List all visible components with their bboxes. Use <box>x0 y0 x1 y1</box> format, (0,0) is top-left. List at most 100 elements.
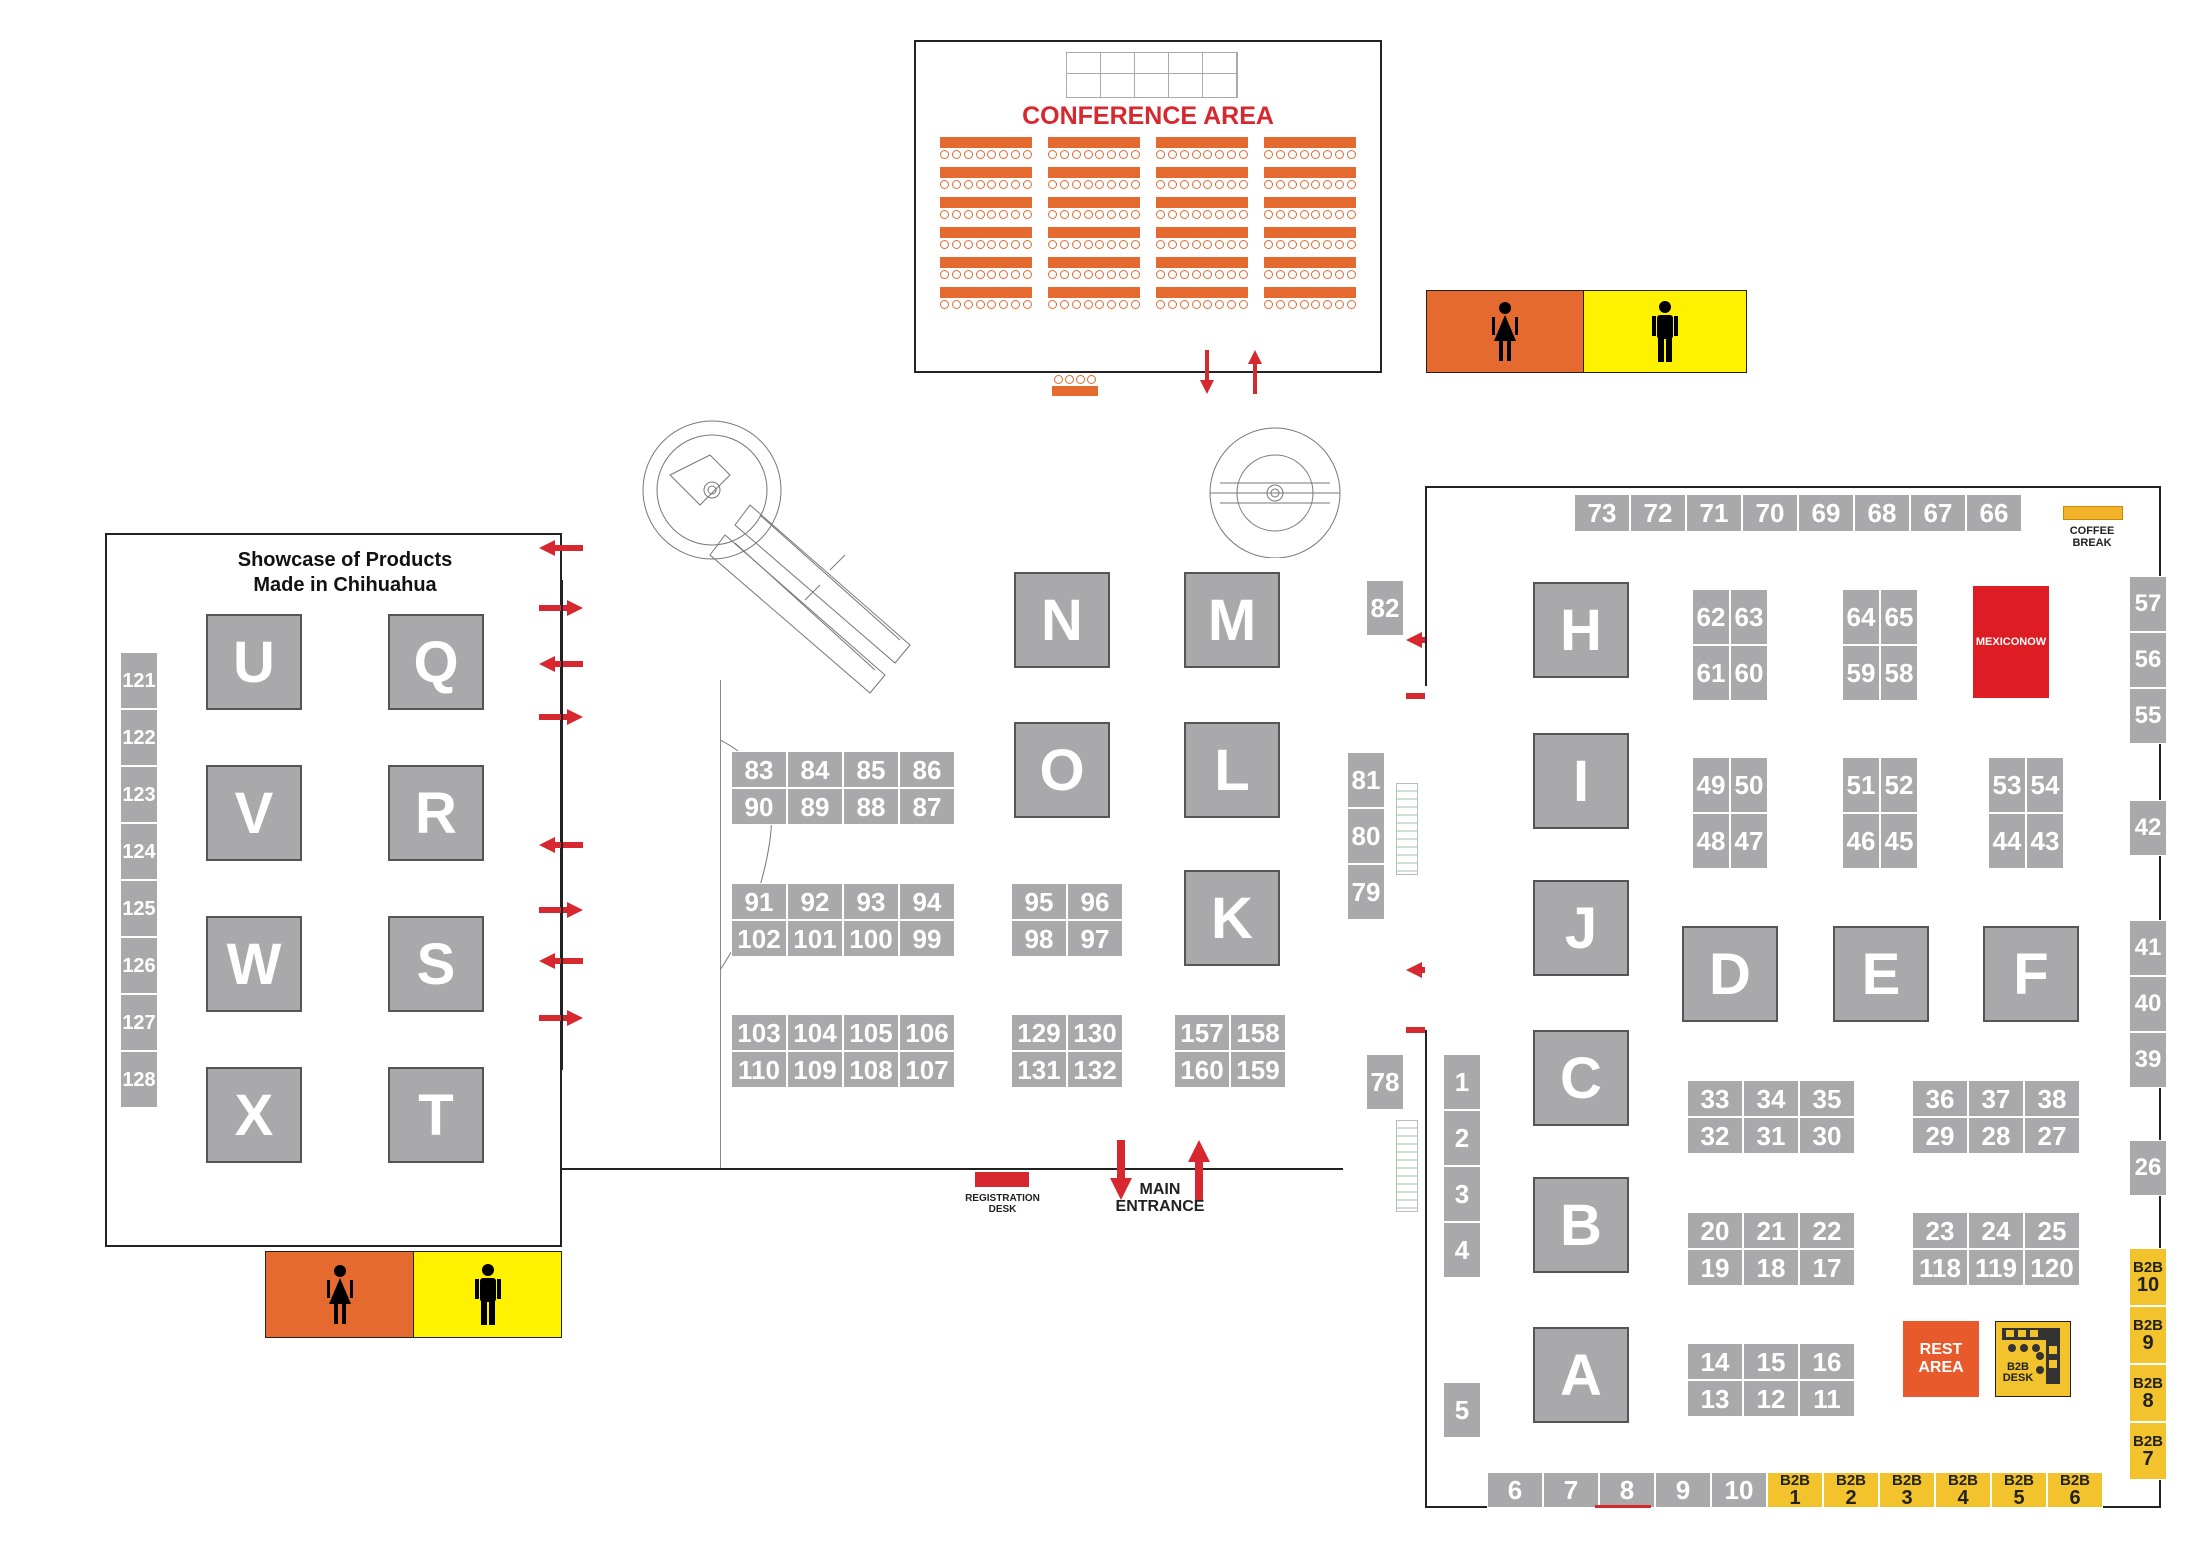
booth-119[interactable]: 119 <box>1968 1249 2024 1286</box>
booth-41[interactable]: 41 <box>2129 920 2167 976</box>
booth-129[interactable]: 129 <box>1011 1014 1067 1051</box>
booth-109[interactable]: 109 <box>787 1051 843 1088</box>
booth-87[interactable]: 87 <box>899 788 955 825</box>
booth-85[interactable]: 85 <box>843 751 899 788</box>
booth-I[interactable]: I <box>1533 733 1629 829</box>
booth-71[interactable]: 71 <box>1686 494 1742 532</box>
booth-52[interactable]: 52 <box>1880 757 1918 813</box>
booth-44[interactable]: 44 <box>1988 813 2026 869</box>
booth-73[interactable]: 73 <box>1574 494 1630 532</box>
mexiconow-booth[interactable]: MEXICONOW <box>1973 586 2049 698</box>
booth-5[interactable]: 5 <box>1443 1382 1481 1438</box>
booth-98[interactable]: 98 <box>1011 920 1067 957</box>
booth-H[interactable]: H <box>1533 582 1629 678</box>
booth-40[interactable]: 40 <box>2129 976 2167 1032</box>
booth-99[interactable]: 99 <box>899 920 955 957</box>
booth-96[interactable]: 96 <box>1067 883 1123 920</box>
booth-V[interactable]: V <box>206 765 302 861</box>
booth-47[interactable]: 47 <box>1730 813 1768 869</box>
booth-157[interactable]: 157 <box>1174 1014 1230 1051</box>
booth-91[interactable]: 91 <box>731 883 787 920</box>
booth-88[interactable]: 88 <box>843 788 899 825</box>
booth-107[interactable]: 107 <box>899 1051 955 1088</box>
booth-122[interactable]: 122 <box>120 709 158 766</box>
booth-102[interactable]: 102 <box>731 920 787 957</box>
booth-22[interactable]: 22 <box>1799 1212 1855 1249</box>
booth-6[interactable]: 6 <box>1487 1472 1543 1508</box>
booth-62[interactable]: 62 <box>1692 589 1730 645</box>
booth-158[interactable]: 158 <box>1230 1014 1286 1051</box>
booth-49[interactable]: 49 <box>1692 757 1730 813</box>
booth-60[interactable]: 60 <box>1730 645 1768 701</box>
booth-T[interactable]: T <box>388 1067 484 1163</box>
booth-N[interactable]: N <box>1014 572 1110 668</box>
booth-14[interactable]: 14 <box>1687 1343 1743 1380</box>
booth-82[interactable]: 82 <box>1366 580 1404 636</box>
booth-J[interactable]: J <box>1533 880 1629 976</box>
booth-128[interactable]: 128 <box>120 1051 158 1108</box>
booth-110[interactable]: 110 <box>731 1051 787 1088</box>
booth-50[interactable]: 50 <box>1730 757 1768 813</box>
booth-25[interactable]: 25 <box>2024 1212 2080 1249</box>
booth-95[interactable]: 95 <box>1011 883 1067 920</box>
booth-121[interactable]: 121 <box>120 652 158 709</box>
booth-159[interactable]: 159 <box>1230 1051 1286 1088</box>
booth-K[interactable]: K <box>1184 870 1280 966</box>
b2b-desk[interactable]: B2B DESK <box>1995 1321 2071 1397</box>
booth-43[interactable]: 43 <box>2026 813 2064 869</box>
booth-30[interactable]: 30 <box>1799 1117 1855 1154</box>
booth-10[interactable]: 10 <box>1711 1472 1767 1508</box>
booth-39[interactable]: 39 <box>2129 1032 2167 1088</box>
booth-27[interactable]: 27 <box>2024 1117 2080 1154</box>
booth-26[interactable]: 26 <box>2129 1140 2167 1196</box>
booth-R[interactable]: R <box>388 765 484 861</box>
booth-59[interactable]: 59 <box>1842 645 1880 701</box>
booth-67[interactable]: 67 <box>1910 494 1966 532</box>
booth-93[interactable]: 93 <box>843 883 899 920</box>
booth-E[interactable]: E <box>1833 926 1929 1022</box>
booth-105[interactable]: 105 <box>843 1014 899 1051</box>
booth-M[interactable]: M <box>1184 572 1280 668</box>
booth-X[interactable]: X <box>206 1067 302 1163</box>
booth-4[interactable]: 4 <box>1443 1222 1481 1278</box>
booth-F[interactable]: F <box>1983 926 2079 1022</box>
booth-94[interactable]: 94 <box>899 883 955 920</box>
booth-160[interactable]: 160 <box>1174 1051 1230 1088</box>
booth-101[interactable]: 101 <box>787 920 843 957</box>
booth-55[interactable]: 55 <box>2129 688 2167 744</box>
booth-51[interactable]: 51 <box>1842 757 1880 813</box>
booth-54[interactable]: 54 <box>2026 757 2064 813</box>
booth-123[interactable]: 123 <box>120 766 158 823</box>
booth-L[interactable]: L <box>1184 722 1280 818</box>
booth-16[interactable]: 16 <box>1799 1343 1855 1380</box>
booth-69[interactable]: 69 <box>1798 494 1854 532</box>
booth-89[interactable]: 89 <box>787 788 843 825</box>
booth-7[interactable]: 7 <box>1543 1472 1599 1508</box>
booth-C[interactable]: C <box>1533 1030 1629 1126</box>
booth-56[interactable]: 56 <box>2129 632 2167 688</box>
booth-Q[interactable]: Q <box>388 614 484 710</box>
booth-84[interactable]: 84 <box>787 751 843 788</box>
booth-103[interactable]: 103 <box>731 1014 787 1051</box>
booth-127[interactable]: 127 <box>120 994 158 1051</box>
booth-38[interactable]: 38 <box>2024 1080 2080 1117</box>
booth-126[interactable]: 126 <box>120 937 158 994</box>
booth-57[interactable]: 57 <box>2129 576 2167 632</box>
booth-20[interactable]: 20 <box>1687 1212 1743 1249</box>
booth-53[interactable]: 53 <box>1988 757 2026 813</box>
booth-68[interactable]: 68 <box>1854 494 1910 532</box>
booth-37[interactable]: 37 <box>1968 1080 2024 1117</box>
booth-48[interactable]: 48 <box>1692 813 1730 869</box>
booth-132[interactable]: 132 <box>1067 1051 1123 1088</box>
booth-A[interactable]: A <box>1533 1327 1629 1423</box>
booth-70[interactable]: 70 <box>1742 494 1798 532</box>
booth-13[interactable]: 13 <box>1687 1380 1743 1417</box>
booth-72[interactable]: 72 <box>1630 494 1686 532</box>
booth-17[interactable]: 17 <box>1799 1249 1855 1286</box>
booth-15[interactable]: 15 <box>1743 1343 1799 1380</box>
booth-81[interactable]: 81 <box>1347 752 1385 808</box>
